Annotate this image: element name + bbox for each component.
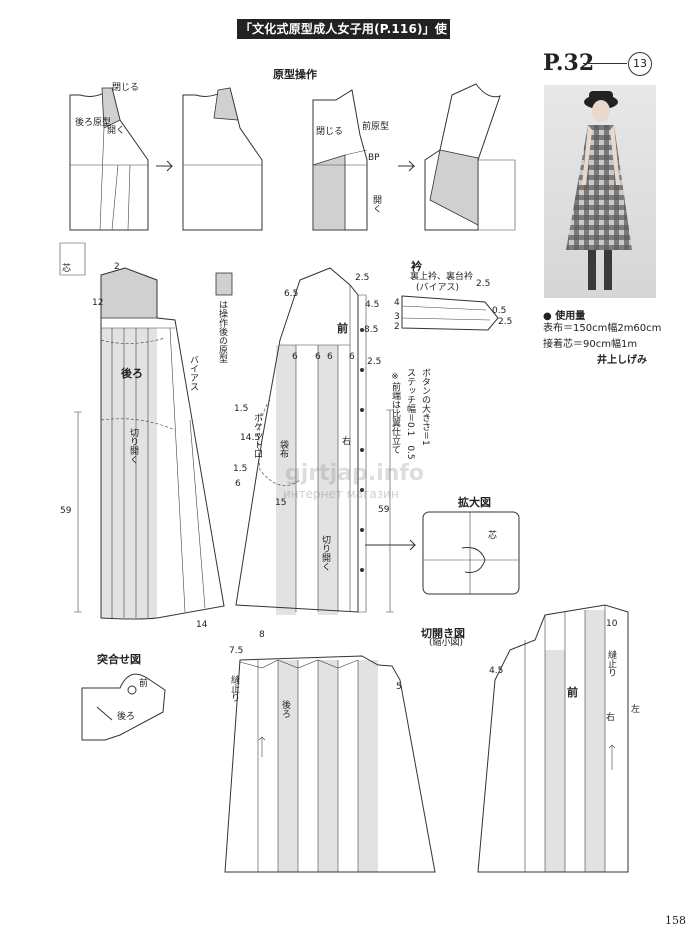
sloper-step-1 [69,87,149,231]
slash-subtitle: (縮小図) [429,638,464,648]
label-open-1: 開く [107,126,126,136]
collar-4: 4 [394,298,400,308]
slash-label-left: 左 [631,705,641,715]
collar-subtitle-2: (バイアス) [416,283,460,293]
label-back-bodice: 後ろ原型 [75,118,112,128]
watermark-subtitle: интернет магазин [283,487,399,501]
measure-8-5: 8.5 [364,325,379,335]
section-draft-ops: 原型操作 [273,68,317,81]
enlarged-title: 拡大図 [458,496,491,509]
measure-12: 12 [92,298,104,308]
collar-2-5b: 2.5 [498,317,513,327]
assembly-title: 突合せ図 [97,653,141,666]
label-tuck-stop-1: 縫止り [229,675,239,702]
slash-8: 8 [259,630,265,640]
label-core: 芯 [62,264,72,274]
pattern-number-badge: 13 [628,52,652,76]
arrow-2 [398,160,416,172]
model-photo [544,85,656,298]
measure-6e: 6 [235,479,241,489]
label-tuck-stop-2: 縫止り [606,650,616,677]
label-front-bodice: 前原型 [362,122,390,132]
shaded-swatch [215,272,233,296]
label-open-2: 開く [371,195,381,213]
label-close-1: 閉じる [112,83,140,93]
sloper-step-4 [424,83,516,231]
collar-3: 3 [394,312,400,322]
measure-6a: 6 [292,352,298,362]
collar-0-5: 0.5 [492,306,507,316]
page-number: 158 [665,914,686,927]
measure-6d: 6 [349,352,355,362]
slash-back [224,655,436,873]
label-bp: BP [368,153,380,163]
enlarged-detail [365,511,520,595]
slash-title: 切開き図 [421,627,465,640]
label-close-2: 閉じる [316,127,344,137]
label-front: 前 [337,322,348,335]
label-pocket-bag: 袋布 [278,440,288,458]
measure-14: 14 [196,620,208,630]
sloper-step-3 [312,89,368,231]
measure-2-5b: 2.5 [367,357,382,367]
label-pocket: ポケット口 [252,413,262,458]
note-front-edge: ※前端は比翼仕立て [390,372,400,454]
assembly-front: 前 [139,679,149,689]
collar-2: 2 [394,322,400,332]
measure-1-5a: 1.5 [234,404,249,414]
slash-front [477,604,629,873]
measure-14-5: 14.5 [240,433,261,443]
slash-5: 5 [396,682,402,692]
slash-label-front: 前 [567,686,578,699]
measure-15: 15 [275,498,287,508]
slash-10: 10 [606,619,618,629]
measure-1-5b: 1.5 [233,464,248,474]
collar-2-5: 2.5 [476,279,491,289]
measure-59-back: 59 [60,506,72,516]
materials-title: ● 使用量 [543,311,586,322]
label-back: 後ろ [121,367,143,380]
collar-title: 衿 [411,260,422,273]
note-stitch: ステッチ幅＝0.1 0.5 [405,368,415,460]
slash-4-5: 4.5 [489,666,504,676]
label-right: 右 [342,437,352,447]
assembly-back: 後ろ [117,712,136,722]
ref-divider [583,63,627,64]
note-shaded: は操作後の原型 [217,300,227,363]
measure-4-5: 4.5 [365,300,380,310]
label-cut-open-2: 切り開く [320,535,330,571]
designer-name: 井上しげみ [597,355,647,366]
slash-label-back: 後ろ [280,700,290,718]
label-core-2: 芯 [488,531,498,541]
measure-2: 2 [114,262,120,272]
back-pattern-piece [59,242,225,620]
arrow-1 [156,160,174,172]
measure-2-5a: 2.5 [355,273,370,283]
measure-6b: 6 [315,352,321,362]
label-bias: バイアス [188,355,198,391]
label-cut-open-1: 切り開く [128,428,138,464]
slash-label-right: 右 [606,713,616,723]
measure-59-front: 59 [378,505,390,515]
collar-subtitle-1: 裏上衿、裏台衿 [410,272,474,282]
note-button: ボタンの大きさ＝1 [420,368,430,446]
materials-line-2: 接着芯＝90cm幅1m [543,339,638,350]
model-illustration [566,91,632,290]
materials-line-1: 表布＝150cm幅2m60cm [543,323,662,334]
front-pattern-piece [235,267,394,615]
collar-piece [401,295,499,331]
slash-7-5: 7.5 [229,646,244,656]
assembly-diagram [81,673,166,741]
measure-6c: 6 [327,352,333,362]
measure-6-5: 6.5 [284,289,299,299]
sloper-step-2 [182,87,263,231]
header-title: 「文化式原型成人女子用(P.116)」使用 [237,19,450,56]
watermark-site: gjrtjap.info [285,461,425,486]
